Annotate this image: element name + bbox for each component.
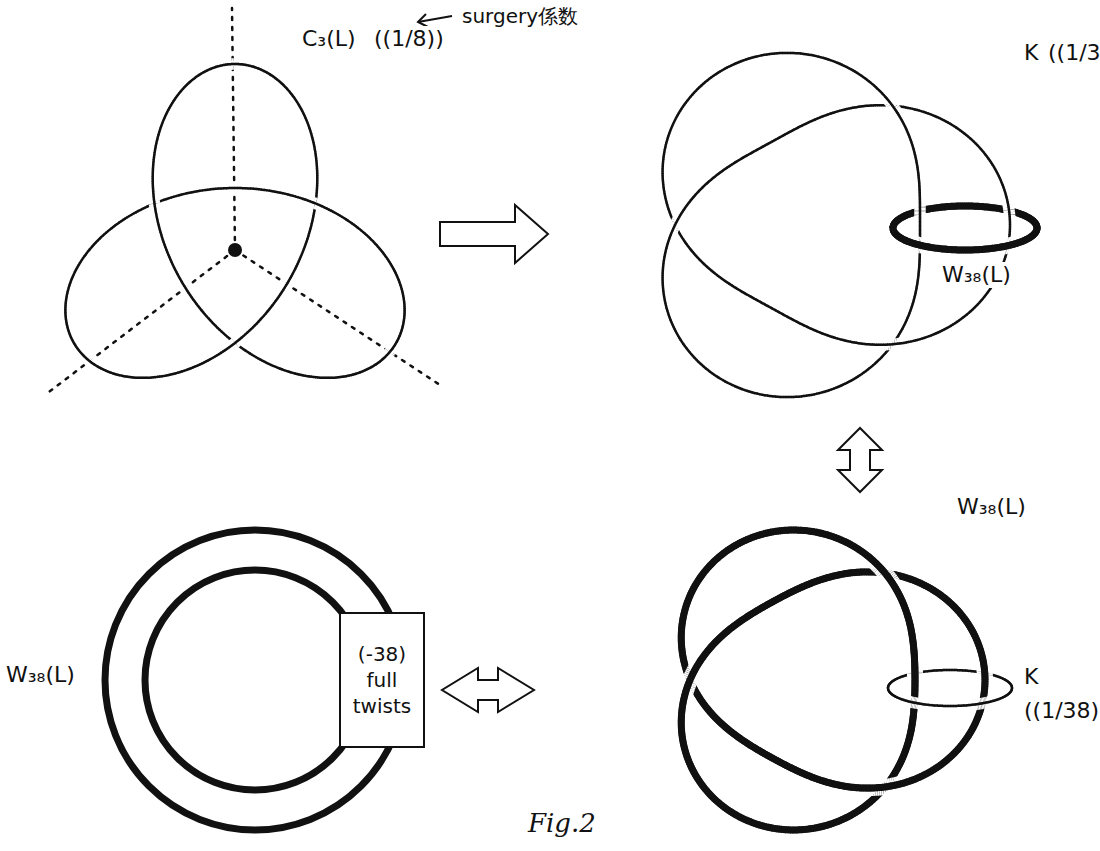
diagram-label: C₃(L) [300, 26, 358, 52]
box-text: (-38) full twists [347, 641, 417, 719]
diagram-label: ((1/8)) [372, 26, 446, 52]
diagram-label: ((1/38)) [1022, 698, 1100, 724]
diagram-label: surgery係数 [460, 4, 580, 28]
diagram-label: K [1022, 40, 1040, 66]
figure-caption: Fig.2 [528, 808, 596, 838]
diagram-label: K [1022, 664, 1040, 690]
diagram-label: ((1/38)) [1046, 40, 1100, 66]
diagram-label: W₃₈(L) [4, 662, 77, 688]
diagram-label: W₃₈(L) [955, 494, 1028, 520]
twist-box: (-38) full twists [339, 612, 425, 748]
diagram-label: W₃₈(L) [940, 262, 1013, 288]
